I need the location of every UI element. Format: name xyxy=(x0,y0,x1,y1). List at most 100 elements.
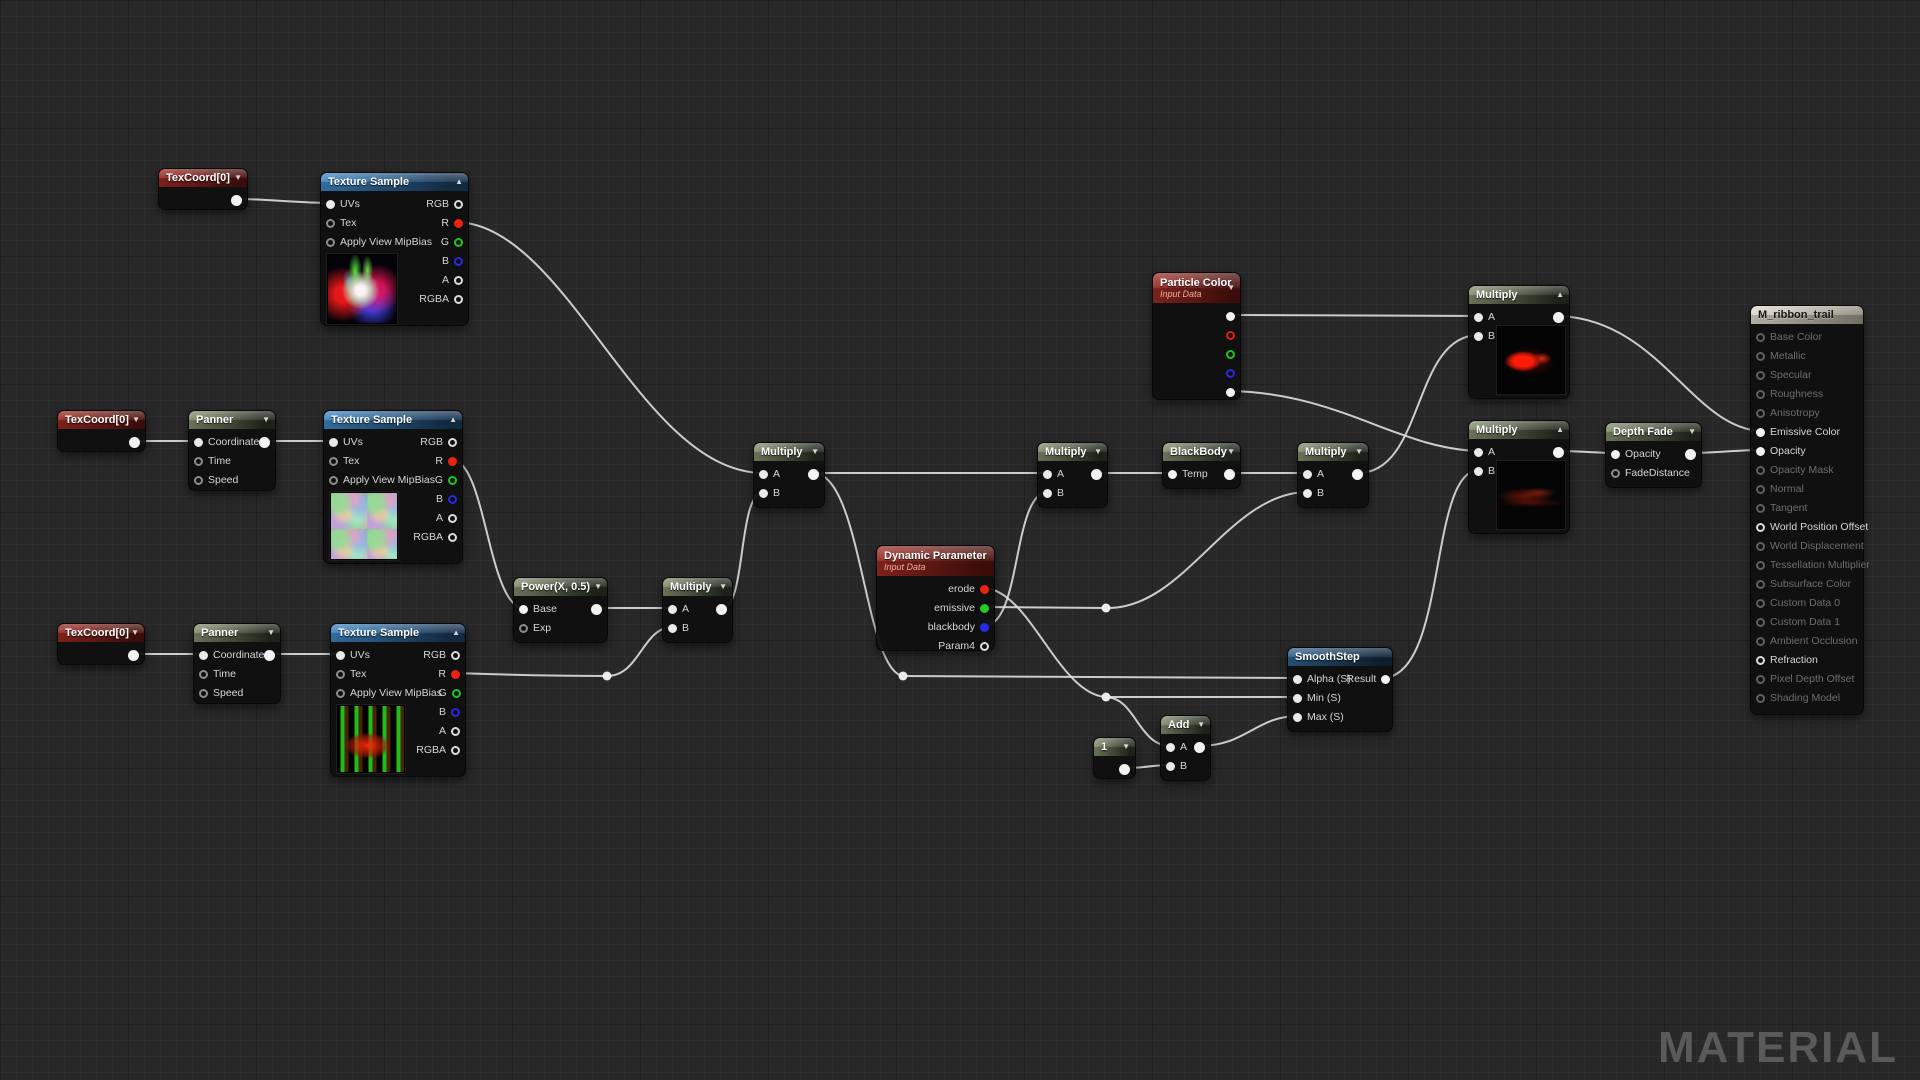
collapse-collapsed-arrow-icon[interactable] xyxy=(267,629,275,637)
add-output-pin[interactable] xyxy=(1194,742,1205,753)
node-add[interactable]: AddAB xyxy=(1160,715,1211,781)
material-output-input-pin[interactable] xyxy=(1756,694,1765,703)
texture-sample-1-input-pin[interactable] xyxy=(326,238,335,247)
panner-2-input-pin[interactable] xyxy=(199,670,208,679)
panner-1-input-pin[interactable] xyxy=(194,476,203,485)
texture-sample-2-output-pin[interactable] xyxy=(448,495,457,504)
node-header[interactable]: Multiply xyxy=(1469,421,1569,439)
node-multiply-center[interactable]: MultiplyAB xyxy=(753,442,825,508)
node-blackbody[interactable]: BlackBodyTemp xyxy=(1162,442,1241,489)
node-header[interactable]: Multiply xyxy=(1298,443,1368,461)
material-output-input-pin[interactable] xyxy=(1756,618,1765,627)
material-output-input-pin[interactable] xyxy=(1756,561,1765,570)
multiply-mid-output-pin[interactable] xyxy=(1553,447,1564,458)
node-header[interactable]: Texture Sample xyxy=(324,411,462,429)
node-header[interactable]: Depth Fade xyxy=(1606,423,1701,441)
node-depth-fade[interactable]: Depth FadeOpacityFadeDistance xyxy=(1605,422,1702,488)
material-output-input-pin[interactable] xyxy=(1756,428,1765,437)
multiply-small-output-pin[interactable] xyxy=(716,604,727,615)
constant-1-output-pin[interactable] xyxy=(1119,764,1130,775)
collapse-collapsed-arrow-icon[interactable] xyxy=(131,629,139,637)
node-header[interactable]: SmoothStep xyxy=(1288,648,1392,666)
panner-1-output-pin[interactable] xyxy=(259,437,271,448)
multiply-2-output-pin[interactable] xyxy=(1091,469,1102,480)
panner-2-output-pin[interactable] xyxy=(264,650,276,661)
multiply-mid-input-pin[interactable] xyxy=(1474,467,1483,476)
texture-sample-3-input-pin[interactable] xyxy=(336,651,345,660)
multiply-2-input-pin[interactable] xyxy=(1043,489,1052,498)
smoothstep-input-pin[interactable] xyxy=(1293,713,1302,722)
multiply-center-input-pin[interactable] xyxy=(759,489,768,498)
texture-sample-1-output-pin[interactable] xyxy=(454,238,463,247)
power-input-pin[interactable] xyxy=(519,605,528,614)
reroute-junction[interactable] xyxy=(898,671,908,681)
node-texture-sample-3[interactable]: Texture SampleUVsRGBTexRApply View MipBi… xyxy=(330,623,466,777)
node-header[interactable]: Multiply xyxy=(663,578,732,596)
multiply-3-input-pin[interactable] xyxy=(1303,470,1312,479)
node-header[interactable]: M_ribbon_trail xyxy=(1751,306,1863,324)
texture-sample-2-output-pin[interactable] xyxy=(448,438,457,447)
node-texture-sample-1[interactable]: Texture SampleUVsRGBTexRApply View MipBi… xyxy=(320,172,469,326)
texture-sample-3-output-pin[interactable] xyxy=(451,651,460,660)
texture-sample-3-input-pin[interactable] xyxy=(336,689,345,698)
panner-2-input-pin[interactable] xyxy=(199,651,208,660)
texture-sample-1-output-pin[interactable] xyxy=(454,200,463,209)
collapse-expanded-arrow-icon[interactable] xyxy=(1556,291,1564,299)
material-output-input-pin[interactable] xyxy=(1756,371,1765,380)
node-texcoord-2[interactable]: TexCoord[0] xyxy=(57,410,146,452)
multiply-2-input-pin[interactable] xyxy=(1043,470,1052,479)
collapse-collapsed-arrow-icon[interactable] xyxy=(1197,721,1205,729)
dynamic-parameter-output-pin[interactable] xyxy=(980,623,989,632)
material-output-input-pin[interactable] xyxy=(1756,466,1765,475)
collapse-collapsed-arrow-icon[interactable] xyxy=(262,416,270,424)
multiply-top-input-pin[interactable] xyxy=(1474,332,1483,341)
panner-2-input-pin[interactable] xyxy=(199,689,208,698)
collapse-expanded-arrow-icon[interactable] xyxy=(455,178,463,186)
texture-sample-3-output-pin[interactable] xyxy=(451,708,460,717)
blackbody-output-pin[interactable] xyxy=(1224,469,1235,480)
node-multiply-3[interactable]: MultiplyAB xyxy=(1297,442,1369,508)
multiply-mid-input-pin[interactable] xyxy=(1474,448,1483,457)
depth-fade-input-pin[interactable] xyxy=(1611,450,1620,459)
reroute-junction[interactable] xyxy=(1101,692,1111,702)
texture-sample-2-output-pin[interactable] xyxy=(448,457,457,466)
particle-color-output-pin[interactable] xyxy=(1226,331,1235,340)
collapse-expanded-arrow-icon[interactable] xyxy=(449,416,457,424)
node-header[interactable]: Power(X, 0.5) xyxy=(514,578,607,596)
material-output-input-pin[interactable] xyxy=(1756,542,1765,551)
node-header[interactable]: Add xyxy=(1161,716,1210,734)
collapse-collapsed-arrow-icon[interactable] xyxy=(234,174,242,182)
collapse-collapsed-arrow-icon[interactable] xyxy=(594,583,602,591)
node-header[interactable]: TexCoord[0] xyxy=(58,411,145,429)
node-header[interactable]: Multiply xyxy=(754,443,824,461)
collapse-expanded-arrow-icon[interactable] xyxy=(1556,426,1564,434)
collapse-collapsed-arrow-icon[interactable] xyxy=(1688,428,1696,436)
texture-sample-2-input-pin[interactable] xyxy=(329,476,338,485)
texture-sample-2-input-pin[interactable] xyxy=(329,438,338,447)
node-multiply-2[interactable]: MultiplyAB xyxy=(1037,442,1108,508)
multiply-top-input-pin[interactable] xyxy=(1474,313,1483,322)
multiply-small-input-pin[interactable] xyxy=(668,605,677,614)
node-texture-sample-2[interactable]: Texture SampleUVsRGBTexRApply View MipBi… xyxy=(323,410,463,564)
node-panner-2[interactable]: PannerCoordinateTimeSpeed xyxy=(193,623,281,704)
texture-sample-1-output-pin[interactable] xyxy=(454,219,463,228)
material-output-input-pin[interactable] xyxy=(1756,523,1765,532)
material-output-input-pin[interactable] xyxy=(1756,637,1765,646)
material-output-input-pin[interactable] xyxy=(1756,333,1765,342)
node-constant-1[interactable]: 1 xyxy=(1093,737,1136,779)
power-output-pin[interactable] xyxy=(591,604,602,615)
node-multiply-mid[interactable]: MultiplyAB xyxy=(1468,420,1570,534)
node-texcoord-1[interactable]: TexCoord[0] xyxy=(158,168,248,210)
multiply-center-output-pin[interactable] xyxy=(808,469,819,480)
texture-sample-3-input-pin[interactable] xyxy=(336,670,345,679)
particle-color-output-pin[interactable] xyxy=(1226,369,1235,378)
collapse-collapsed-arrow-icon[interactable] xyxy=(1122,743,1130,751)
node-multiply-small[interactable]: MultiplyAB xyxy=(662,577,733,643)
particle-color-output-pin[interactable] xyxy=(1226,312,1235,321)
node-panner-1[interactable]: PannerCoordinateTimeSpeed xyxy=(188,410,276,491)
texture-sample-2-output-pin[interactable] xyxy=(448,476,458,485)
